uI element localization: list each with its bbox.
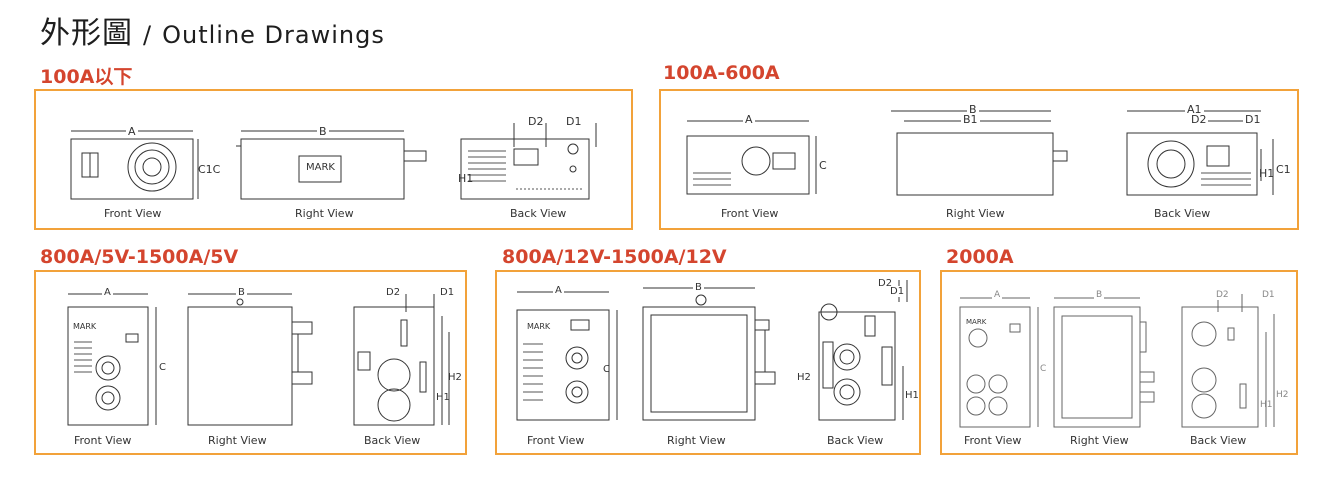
view-label-front: Front View xyxy=(527,434,585,447)
dim-label-a: A xyxy=(126,125,138,138)
section-label-800a-5v-1500a-5v: 800A/5V-1500A/5V xyxy=(40,246,239,268)
section-label-under-100a: 100A以下 xyxy=(40,66,133,88)
title-separator: / xyxy=(143,21,153,49)
dim-label-c: C xyxy=(603,364,610,375)
dim-label-d2: D2 xyxy=(384,287,403,298)
dim-label-c: C xyxy=(819,159,827,172)
dim-label-c: C xyxy=(159,362,166,373)
view-label-back: Back View xyxy=(1190,434,1247,447)
mark-plate: MARK xyxy=(73,322,97,331)
dim-label-b: B xyxy=(317,125,329,138)
view-label-right: Right View xyxy=(1070,434,1129,447)
mark-plate: MARK xyxy=(527,322,551,331)
outline-drawing-800a-12v xyxy=(516,280,908,421)
dim-label-d1: D1 xyxy=(1243,113,1263,126)
dim-label-b: B xyxy=(236,287,247,298)
dim-label-d1: D1 xyxy=(889,286,906,297)
title-zh: 外形圖 xyxy=(40,16,133,51)
dim-label-h1: H1 xyxy=(458,172,474,185)
mark-plate: MARK xyxy=(966,318,987,326)
dim-label-d2: D2 xyxy=(526,115,546,128)
view-label-back: Back View xyxy=(364,434,421,447)
drawing-panel-100a-600a: A C B B1 A1 D2 D1 H1 C1 Front View Right… xyxy=(659,89,1299,230)
dim-label-d1: D1 xyxy=(564,115,584,128)
dim-label-b1: B1 xyxy=(961,113,980,126)
dim-label-a: A xyxy=(743,113,755,126)
dim-label-b: B xyxy=(1094,290,1105,300)
view-label-front: Front View xyxy=(104,207,162,220)
dim-label-h2: H2 xyxy=(448,372,462,383)
dim-label-d2: D2 xyxy=(1214,290,1231,300)
page-title: 外形圖 / Outline Drawings xyxy=(40,8,385,52)
view-label-right: Right View xyxy=(667,434,726,447)
dim-label-a: A xyxy=(102,287,113,298)
dim-label-d1: D1 xyxy=(1260,290,1277,300)
view-label-right: Right View xyxy=(946,207,1005,220)
dim-label-c1: C1 xyxy=(1276,163,1291,176)
dim-label-a: A xyxy=(553,285,564,296)
drawing-panel-under-100a: A C1C B MARK D2 D1 H1 Front View Right V… xyxy=(34,89,633,230)
dim-label-c: C xyxy=(1040,364,1047,374)
view-label-back: Back View xyxy=(827,434,884,447)
view-label-back: Back View xyxy=(510,207,567,220)
dim-label-a: A xyxy=(992,290,1003,300)
dim-label-b: B xyxy=(693,282,704,293)
dim-label-h2: H2 xyxy=(797,372,811,383)
dim-label-a1: A1 xyxy=(1185,103,1204,116)
dim-label-d2: D2 xyxy=(1189,113,1209,126)
title-en: Outline Drawings xyxy=(162,21,385,49)
dim-label-h2: H2 xyxy=(1276,390,1289,400)
section-label-2000a: 2000A xyxy=(946,246,1014,268)
drawing-panel-800a-5v: A C B MARK D2 D1 H1 H2 Front View Right … xyxy=(34,270,467,455)
view-label-right: Right View xyxy=(295,207,354,220)
dim-label-d2: D2 xyxy=(877,278,894,289)
dim-label-h1: H1 xyxy=(436,392,450,403)
view-label-right: Right View xyxy=(208,434,267,447)
dim-label-h1: H1 xyxy=(1260,400,1273,410)
section-label-100a-600a: 100A-600A xyxy=(663,62,780,84)
drawing-panel-2000a: A C B MARK D2 D1 H1 H2 Front View Right … xyxy=(940,270,1298,455)
dim-label-c1c: C1C xyxy=(198,163,221,176)
dim-label-d1: D1 xyxy=(438,287,457,298)
dim-label-h1: H1 xyxy=(1259,167,1275,180)
drawing-panel-800a-12v: A C B MARK D2 D1 H2 H1 Front View Right … xyxy=(495,270,921,455)
section-label-800a-12v-1500a-12v: 800A/12V-1500A/12V xyxy=(502,246,727,268)
view-label-front: Front View xyxy=(74,434,132,447)
view-label-front: Front View xyxy=(721,207,779,220)
view-label-back: Back View xyxy=(1154,207,1211,220)
mark-plate: MARK xyxy=(306,162,335,173)
dim-label-b: B xyxy=(967,103,979,116)
outline-drawing-800a-5v xyxy=(67,293,450,426)
dim-label-h1: H1 xyxy=(905,390,919,401)
view-label-front: Front View xyxy=(964,434,1022,447)
